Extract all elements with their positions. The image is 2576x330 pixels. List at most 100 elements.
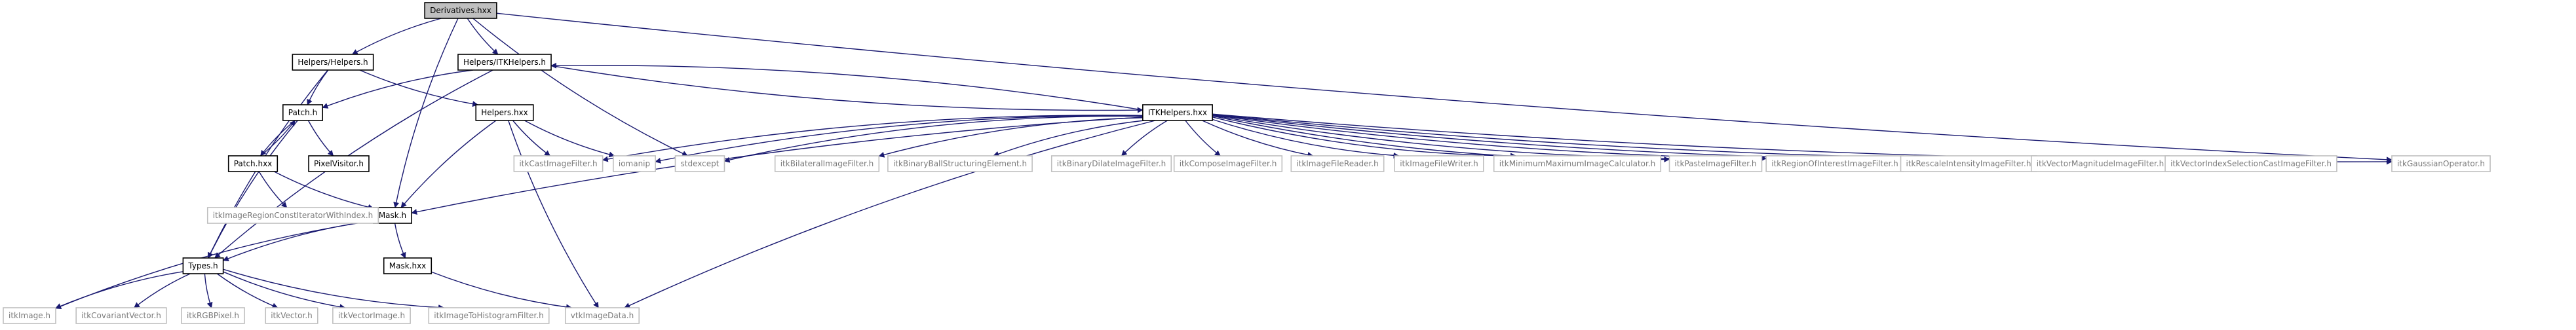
edge-itkhelpers-hxx-to-vtkimagedata-h [624, 120, 1156, 308]
edge-itkhelpers-hxx-to-itkcastimagefilter-h [602, 115, 1143, 162]
node-itkvectorindexselectioncastimagefilter-h: itkVectorIndexSelectionCastImageFilter.h [2164, 155, 2337, 172]
node-box [1668, 155, 1763, 172]
node-label: itkImageFileReader.h [1296, 159, 1378, 168]
node-label: itkVectorMagnitudeImageFilter.h [2037, 159, 2164, 168]
node-types-h[interactable]: Types.h [182, 257, 224, 274]
edge-itkhelpers-hxx-to-itkvectormagnitudeimagefilter-h [1212, 114, 2032, 163]
node-label: stdexcept [681, 159, 720, 168]
node-label: itkVector.h [271, 311, 313, 320]
node-box [182, 257, 224, 274]
edge-helpers-hxx-to-iomanip [524, 120, 615, 158]
edge-derivatives-hxx-to-helpers-itkhelpers-h [467, 18, 499, 55]
node-box [332, 307, 411, 324]
edge-derivatives-hxx-to-stdexcept [472, 18, 689, 156]
node-iomanip: iomanip [613, 155, 656, 172]
node-label: itkImageToHistogramFilter.h [434, 311, 544, 320]
edge-types-h-to-itkcovariantvector-h [134, 273, 191, 308]
node-label: itkRegionOfInterestImageFilter.h [1771, 159, 1898, 168]
node-box [265, 307, 318, 324]
node-helpers-itkhelpers-h[interactable]: Helpers/ITKHelpers.h [457, 54, 552, 71]
edge-itkhelpers-hxx-to-itkbinarydilateimagefilter-h [1121, 120, 1168, 156]
edge-itkhelpers-hxx-to-itkbinaryballstructuringelement-h [993, 120, 1144, 157]
edge-patch-h-to-patch-hxx [260, 120, 296, 156]
node-label: itkImageFileWriter.h [1400, 159, 1478, 168]
node-helpers-helpers-h[interactable]: Helpers/Helpers.h [292, 54, 374, 71]
node-label: Helpers.hxx [481, 108, 528, 117]
edge-patch-hxx-to-patch-h [260, 120, 296, 156]
node-box [383, 257, 433, 274]
node-patch-hxx[interactable]: Patch.hxx [227, 155, 279, 172]
edge-itkhelpers-hxx-to-itkminimummaximumimagecalculator-h [1212, 117, 1517, 159]
node-label: itkRGBPixel.h [187, 311, 239, 320]
node-box [674, 155, 725, 172]
edge-helpers-hxx-to-vtkimagedata-h [508, 120, 599, 308]
edge-helpers-helpers-h-to-helpers-hxx [359, 69, 479, 107]
node-label: itkBilateralImageFilter.h [780, 159, 874, 168]
node-patch-h[interactable]: Patch.h [282, 104, 323, 121]
edge-itkhelpers-hxx-to-itkimagefilewriter-h [1212, 119, 1400, 158]
node-box [1394, 155, 1484, 172]
node-label: Types.h [187, 261, 218, 270]
node-itkimageregionconstiteratorwithindex-h: itkImageRegionConstIteratorWithIndex.h [206, 207, 379, 224]
node-derivatives-hxx[interactable]: Derivatives.hxx [424, 2, 497, 19]
node-box [75, 307, 167, 324]
node-box [2164, 155, 2337, 172]
node-label: Mask.h [379, 211, 406, 220]
node-itkhelpers-hxx[interactable]: ITKHelpers.hxx [1142, 104, 1213, 121]
node-label: itkImageRegionConstIteratorWithIndex.h [213, 211, 374, 220]
node-itkimagefilewriter-h: itkImageFileWriter.h [1394, 155, 1484, 172]
node-box [282, 104, 323, 121]
edge-types-h-to-itkvector-h [216, 273, 279, 309]
node-label: Mask.hxx [389, 261, 427, 270]
edge-derivatives-hxx-to-mask-h [393, 18, 459, 208]
node-itkvector-h: itkVector.h [265, 307, 318, 324]
edge-itkhelpers-hxx-to-mask-h [411, 117, 1143, 215]
edge-itkhelpers-hxx-to-iomanip [655, 115, 1143, 164]
node-box [1142, 104, 1213, 121]
node-itkrescaleintensityimagefilter-h: itkRescaleIntensityImageFilter.h [1900, 155, 2037, 172]
edge-types-h-to-itkimagetohistogramfilter-h [223, 268, 445, 311]
edge-itkhelpers-hxx-to-stdexcept [723, 115, 1143, 163]
node-box [887, 155, 1033, 172]
edge-types-h-to-itkrgbpixel-h [204, 273, 213, 308]
edge-derivatives-hxx-to-itkgaussianoperator-h [496, 12, 2393, 163]
edge-itkhelpers-hxx-to-itkimagefilereader-h [1202, 120, 1314, 158]
node-itkvectorimage-h: itkVectorImage.h [332, 307, 411, 324]
node-itkgaussianoperator-h: itkGaussianOperator.h [2391, 155, 2491, 172]
node-itkregionofinterestimagefilter-h: itkRegionOfInterestImageFilter.h [1765, 155, 1904, 172]
node-label: Helpers/Helpers.h [298, 58, 368, 67]
node-box [424, 2, 497, 19]
node-itkvectormagnitudeimagefilter-h: itkVectorMagnitudeImageFilter.h [2030, 155, 2170, 172]
node-itkimagefilereader-h: itkImageFileReader.h [1290, 155, 1385, 172]
node-mask-h[interactable]: Mask.h [373, 207, 412, 224]
node-mask-hxx[interactable]: Mask.hxx [383, 257, 433, 274]
node-label: itkVectorImage.h [338, 311, 405, 320]
node-box [457, 54, 552, 71]
node-label: ITKHelpers.hxx [1148, 108, 1207, 117]
edge-patch-hxx-to-mask-h [274, 171, 374, 210]
node-itkbilateralimagefilter-h: itkBilateralImageFilter.h [774, 155, 880, 172]
node-pixelvisitor-h[interactable]: PixelVisitor.h [308, 155, 370, 172]
node-vtkimagedata-h: vtkImageData.h [564, 307, 640, 324]
node-itkpasteimagefilter-h: itkPasteImageFilter.h [1668, 155, 1763, 172]
node-box [564, 307, 640, 324]
node-itkbinarydilateimagefilter-h: itkBinaryDilateImageFilter.h [1050, 155, 1172, 172]
edge-itkhelpers-hxx-to-itkrescaleintensityimagefilter-h [1212, 114, 1902, 162]
node-box [1173, 155, 1283, 172]
edge-patch-h-to-types-h [208, 120, 298, 259]
node-label: itkVectorIndexSelectionCastImageFilter.h [2170, 159, 2332, 168]
node-label: itkComposeImageFilter.h [1180, 159, 1277, 168]
node-box [513, 155, 604, 172]
edge-mask-hxx-to-vtkimagedata-h [431, 271, 572, 310]
node-itkrgbpixel-h: itkRGBPixel.h [181, 307, 245, 324]
node-box [1290, 155, 1385, 172]
node-itkcovariantvector-h: itkCovariantVector.h [75, 307, 167, 324]
node-box [206, 207, 379, 224]
node-label: PixelVisitor.h [314, 159, 364, 168]
node-box [227, 155, 279, 172]
edge-itkhelpers-hxx-to-itkvectorindexselectioncastimagefilter-h [1212, 113, 2166, 163]
node-box [181, 307, 245, 324]
node-helpers-hxx[interactable]: Helpers.hxx [475, 104, 534, 121]
node-label: vtkImageData.h [571, 311, 634, 320]
edge-itkhelpers-hxx-to-itkcomposeimagefilter-h [1185, 120, 1221, 156]
